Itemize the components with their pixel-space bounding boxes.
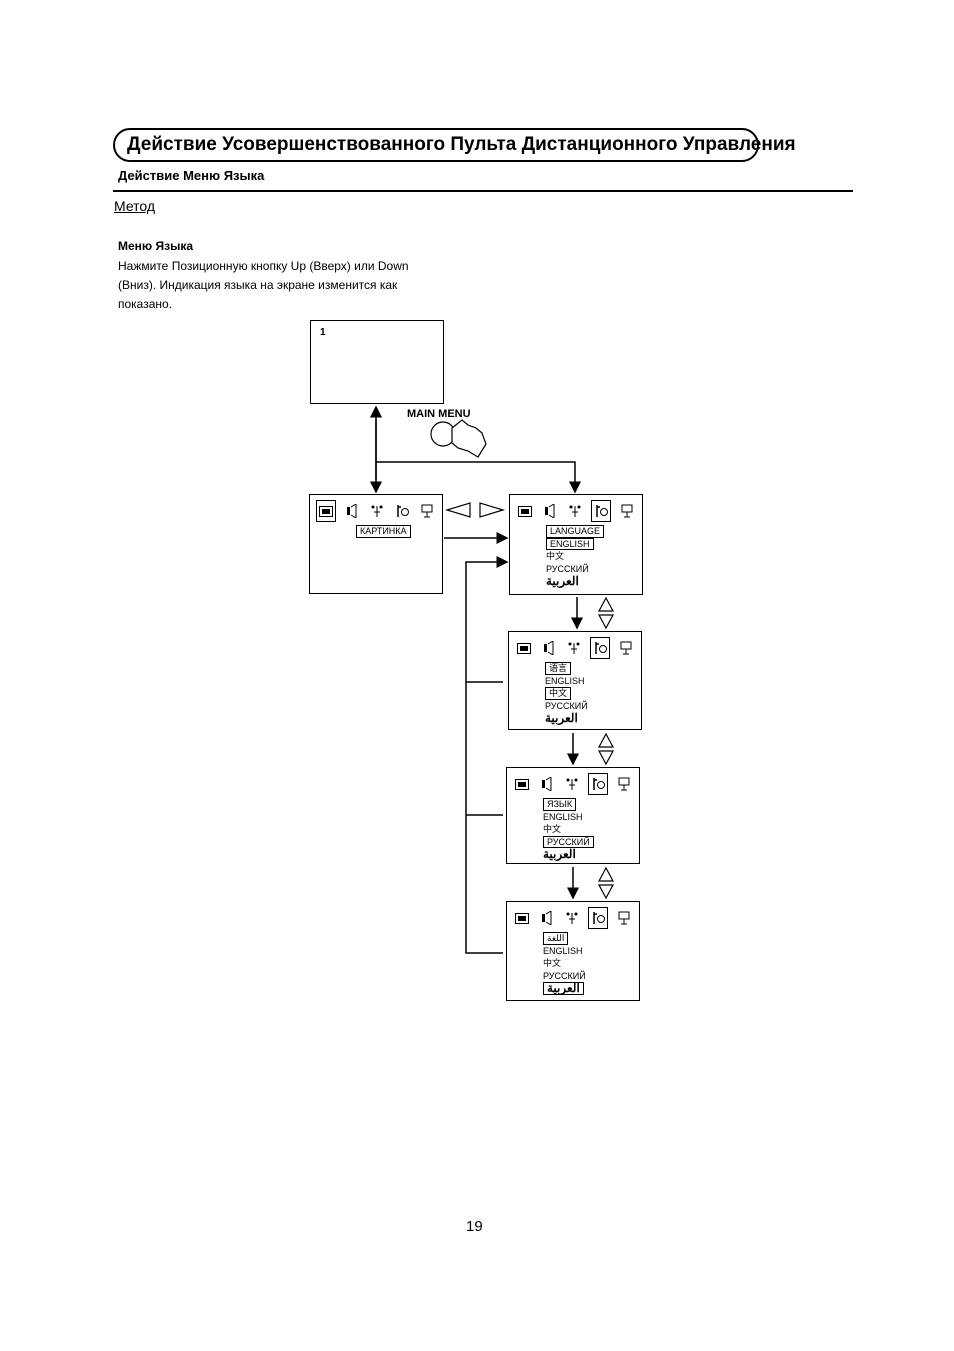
- sound-icon: [540, 639, 558, 657]
- page-title: Действие Усовершенствованного Пульта Дис…: [113, 128, 796, 162]
- setup-icon: [368, 502, 386, 520]
- timer-icon: [618, 502, 636, 520]
- paragraph-heading: Меню Языка: [118, 239, 194, 253]
- setup-icon: [563, 909, 581, 927]
- picture-icon: [515, 639, 533, 657]
- sound-icon: [343, 502, 361, 520]
- language-menu-header: اللغة: [543, 932, 569, 945]
- picture-menu-screen: КАРТИНКА: [309, 494, 443, 594]
- language-option[interactable]: ENGLISH: [543, 945, 583, 956]
- language-menu-header: 语言: [545, 662, 572, 675]
- language-menu-header: LANGUAGE: [546, 525, 605, 538]
- channel-number: 1: [320, 327, 326, 338]
- timer-icon: [617, 639, 635, 657]
- language-option[interactable]: ENGLISH: [543, 811, 583, 822]
- language-icon: [588, 907, 608, 929]
- language-option[interactable]: العربية: [546, 574, 579, 588]
- tv-screen: 1: [310, 320, 444, 404]
- picture-menu-item: КАРТИНКА: [356, 525, 411, 538]
- divider: [113, 190, 853, 192]
- language-option[interactable]: العربية: [543, 847, 576, 861]
- menu-icon-row: [513, 907, 633, 929]
- language-icon: [590, 637, 610, 659]
- sound-icon: [538, 775, 556, 793]
- timer-icon: [418, 502, 436, 520]
- setup-icon: [563, 775, 581, 793]
- setup-icon: [565, 639, 583, 657]
- picture-icon: [316, 500, 336, 522]
- language-option[interactable]: العربية: [545, 711, 578, 725]
- menu-icon-row: [316, 500, 436, 522]
- method-label: Метод: [114, 198, 156, 214]
- language-option[interactable]: ENGLISH: [546, 537, 594, 550]
- language-icon: [393, 502, 411, 520]
- language-option[interactable]: РУССКИЙ: [543, 970, 586, 981]
- language-option[interactable]: 中文: [543, 824, 562, 834]
- language-option[interactable]: 中文: [546, 551, 565, 561]
- language-option[interactable]: РУССКИЙ: [546, 563, 589, 574]
- language-option[interactable]: 中文: [543, 958, 562, 968]
- menu-icon-row: [515, 637, 635, 659]
- sound-icon: [538, 909, 556, 927]
- main-menu-label: MAIN MENU: [407, 408, 471, 420]
- setup-icon: [566, 502, 584, 520]
- paragraph-body: Нажмите Позиционную кнопку Up (Вверх) ил…: [118, 259, 409, 311]
- timer-icon: [615, 775, 633, 793]
- page-number: 19: [466, 1218, 483, 1235]
- picture-icon: [516, 502, 534, 520]
- sound-icon: [541, 502, 559, 520]
- language-option[interactable]: 中文: [545, 687, 572, 700]
- menu-icon-row: [513, 773, 633, 795]
- language-icon: [591, 500, 611, 522]
- language-option[interactable]: العربية: [543, 982, 584, 995]
- language-option[interactable]: ENGLISH: [545, 675, 585, 686]
- section-subtitle: Действие Меню Языка: [118, 168, 265, 183]
- picture-icon: [513, 775, 531, 793]
- timer-icon: [615, 909, 633, 927]
- picture-icon: [513, 909, 531, 927]
- menu-icon-row: [516, 500, 636, 522]
- language-option[interactable]: РУССКИЙ: [543, 835, 594, 848]
- language-icon: [588, 773, 608, 795]
- language-menu-header: ЯЗЫК: [543, 798, 577, 811]
- language-option[interactable]: РУССКИЙ: [545, 700, 588, 711]
- page-title-text: Действие Усовершенствованного Пульта Дис…: [127, 134, 796, 155]
